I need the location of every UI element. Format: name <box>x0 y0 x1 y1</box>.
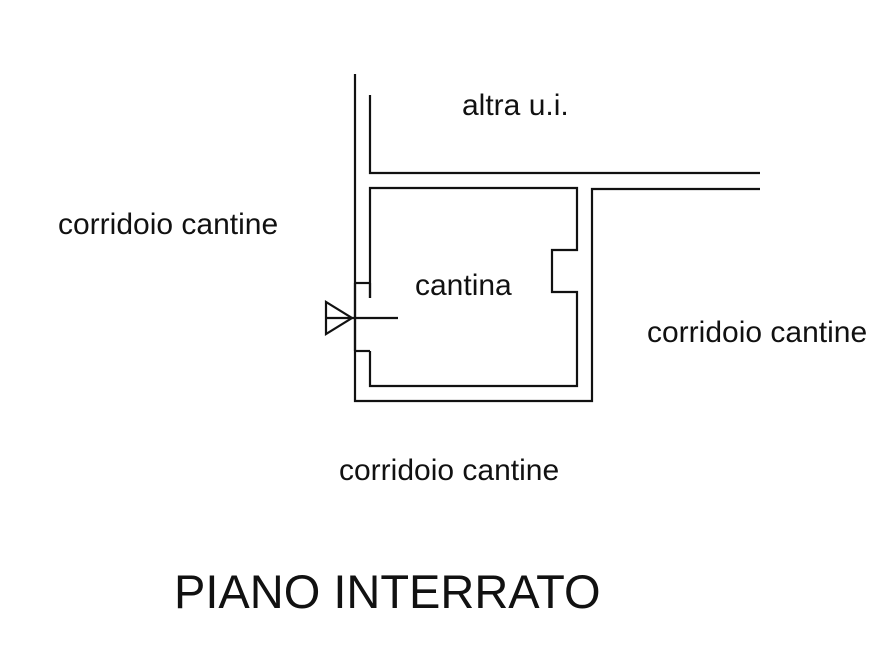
label-neighbor-unit: altra u.i. <box>462 89 569 122</box>
label-cellar: cantina <box>415 269 512 302</box>
wall-top-inner <box>368 95 760 175</box>
wall-left-outer <box>353 74 760 403</box>
label-corridor-left: corridoio cantine <box>58 208 278 241</box>
entrance-arrow-icon <box>324 300 398 336</box>
label-corridor-bottom: corridoio cantine <box>339 454 559 487</box>
cellar-inner-outline <box>368 186 579 388</box>
plan-title: PIANO INTERRATO <box>174 565 601 618</box>
cellar-room <box>368 186 579 388</box>
outer-walls <box>353 74 760 403</box>
label-corridor-right: corridoio cantine <box>647 316 867 349</box>
